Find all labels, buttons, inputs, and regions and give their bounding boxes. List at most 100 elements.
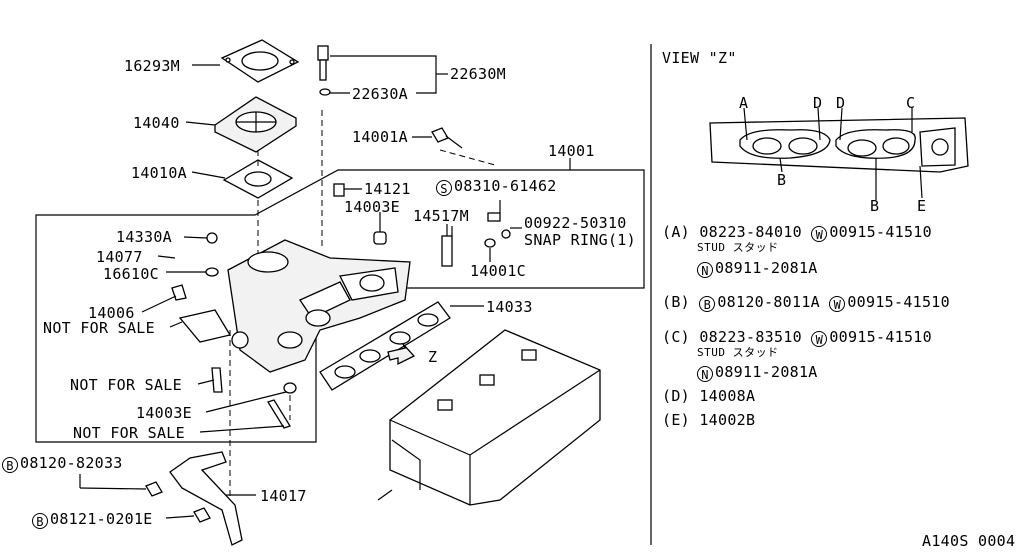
label-14001: 14001 [548, 142, 595, 160]
view-point-a: A [739, 94, 749, 112]
bolt-08121-shape [193, 507, 211, 523]
legend-a-part: 08223-84010 [699, 223, 802, 241]
gasket-14033-shape [319, 301, 451, 391]
legend-b-bolt: 08120-8011A [717, 293, 820, 311]
label-14006: 14006 [88, 304, 135, 322]
label-16293m: 16293M [124, 57, 180, 75]
legend-d-key: (D) [662, 387, 690, 405]
label-14033: 14033 [486, 298, 533, 316]
legend-c-note: STUD スタッド [697, 346, 779, 359]
label-16610c: 16610C [103, 265, 159, 283]
legend-e: (E) 14002B [662, 412, 755, 428]
bolt-08310-shape [487, 212, 501, 222]
view-point-e: E [917, 197, 927, 215]
label-22630a: 22630A [352, 85, 408, 103]
intake-manifold-shape [178, 239, 411, 373]
snap-ring-shape [501, 229, 511, 239]
b-symbol-icon: B [2, 457, 18, 473]
pipe-nfs2-shape [211, 367, 223, 393]
view-point-d2: D [836, 94, 846, 112]
label-08120-82033-text: 08120-82033 [20, 454, 123, 472]
label-14517m: 14517M [413, 207, 469, 225]
leader-lines [79, 55, 571, 519]
w-symbol-icon: W [811, 331, 828, 347]
assembly-bracket-outline [35, 169, 645, 443]
plug-14330a-shape [206, 232, 218, 244]
label-14040: 14040 [133, 114, 180, 132]
plug-14121-shape [333, 183, 345, 197]
label-not-for-sale-3: NOT FOR SALE [73, 424, 185, 442]
plug-14003e-top-shape [373, 231, 387, 245]
n-symbol-icon: N [697, 366, 713, 382]
legend-c-part: 08223-83510 [699, 328, 802, 346]
legend-b-key: (B) [662, 293, 690, 311]
b-symbol-icon: B [32, 513, 48, 529]
s-symbol-icon: S [436, 180, 452, 196]
figure-code: A140S 0004 [922, 532, 1016, 550]
legend-e-part: 14002B [699, 411, 756, 429]
legend-c-key: (C) [662, 328, 690, 346]
n-symbol-icon: N [697, 262, 713, 278]
label-not-for-sale-2: NOT FOR SALE [70, 376, 182, 394]
label-14010a: 14010A [131, 164, 187, 182]
label-08310-text: 08310-61462 [454, 177, 557, 195]
w-symbol-icon: W [829, 296, 846, 312]
gasket-14010a-shape [222, 159, 294, 199]
label-08121-text: 08121-0201E [50, 510, 153, 528]
legend-d: (D) 14008A [662, 388, 755, 404]
label-direction-z: Z [428, 348, 438, 366]
sensor-22630m-shape [317, 45, 331, 96]
fitting-14006-shape [171, 284, 187, 301]
w-symbol-icon: W [811, 226, 828, 242]
label-14077: 14077 [96, 248, 143, 266]
plug-14003e-bot-shape [283, 382, 297, 394]
view-point-b2: B [870, 197, 880, 215]
view-point-b1: B [777, 171, 787, 189]
label-14017: 14017 [260, 487, 307, 505]
view-z-flange-shape [709, 107, 969, 200]
bolt-14001a-shape [431, 127, 463, 149]
label-22630m: 22630M [450, 65, 506, 83]
label-14330a: 14330A [116, 228, 172, 246]
legend-c-nut: 08911-2081A [715, 363, 818, 381]
legend-d-part: 14008A [699, 387, 756, 405]
label-00922: 00922-50310 [524, 214, 627, 232]
legend-a-note: STUD スタッド [697, 241, 779, 254]
legend-a-washer: 00915-41510 [829, 223, 932, 241]
label-14001a: 14001A [352, 128, 408, 146]
label-14003e-top: 14003E [344, 198, 400, 216]
legend-a-nut: 08911-2081A [715, 259, 818, 277]
legend-e-key: (E) [662, 411, 690, 429]
legend-a-key: (A) [662, 223, 690, 241]
b-symbol-icon: B [699, 296, 716, 312]
plate-14040-shape [214, 96, 297, 153]
bolt-08120-82033-shape [145, 481, 163, 497]
view-z-title: VIEW "Z" [662, 49, 737, 67]
stud-14517m-shape [441, 224, 453, 267]
label-snap-ring: SNAP RING(1) [524, 231, 636, 249]
pipe-nfs3-shape [267, 399, 291, 429]
view-point-d1: D [813, 94, 823, 112]
cylinder-head-shape [377, 329, 601, 506]
view-point-c: C [906, 94, 916, 112]
label-14001c: 14001C [470, 262, 526, 280]
view-z-arrow [387, 343, 416, 366]
bracket-14017-shape [169, 451, 243, 546]
washer-16610c-shape [205, 267, 219, 277]
legend-b-washer: 00915-41510 [847, 293, 950, 311]
label-not-for-sale-1: NOT FOR SALE [43, 319, 155, 337]
label-14121: 14121 [364, 180, 411, 198]
label-14003e-bot: 14003E [136, 404, 192, 422]
nut-14001c-shape [484, 238, 496, 248]
gasket-16293m-shape [220, 39, 300, 83]
legend-c-washer: 00915-41510 [829, 328, 932, 346]
